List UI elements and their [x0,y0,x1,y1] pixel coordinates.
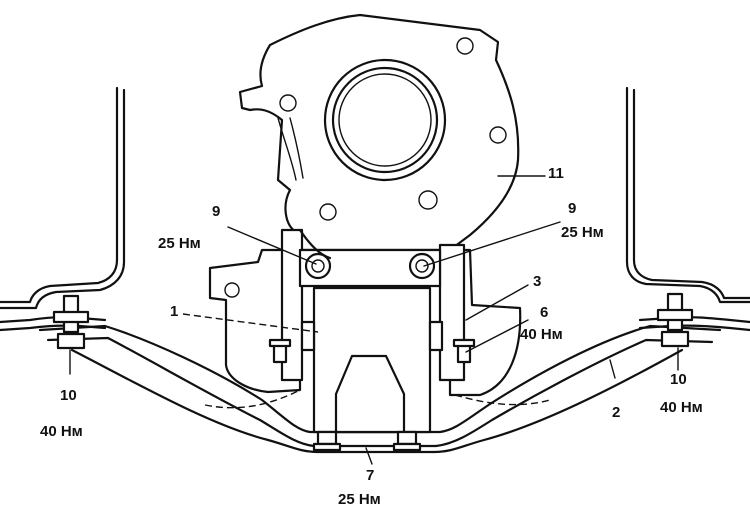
label-6: 6 [540,304,549,321]
side-bolt-left [268,338,292,364]
label-10-left-torque: 40 Нм [40,423,83,440]
label-10-right-torque: 40 Нм [660,399,703,416]
label-9-right-torque: 25 Нм [561,224,604,241]
bolt-7-left [312,430,342,452]
label-9-left-torque: 25 Нм [158,235,201,252]
label-10-right: 10 [670,371,687,388]
label-10-left: 10 [60,387,77,404]
label-1: 1 [170,303,179,320]
mount-bracket [280,228,466,382]
label-7: 7 [366,467,375,484]
rubber-mount [300,286,444,434]
label-11: 11 [548,165,564,182]
label-6-torque: 40 Нм [520,326,563,343]
leader-lines [69,175,679,465]
crankshaft-seal [323,58,447,182]
right-side-member [625,86,750,332]
engine-block [238,13,520,252]
label-9-right: 9 [568,200,577,217]
side-bolt-6 [452,338,476,364]
left-side-member [0,86,126,332]
bolt-9-right [408,252,436,280]
bolt-10-left [52,294,90,350]
bolt-10-right [656,292,694,348]
bolt-7-right [392,430,422,452]
label-3: 3 [533,273,542,290]
label-7-torque: 25 Нм [338,491,381,508]
label-2: 2 [612,404,621,421]
bolt-9-left [304,252,332,280]
label-9-left: 9 [212,203,221,220]
